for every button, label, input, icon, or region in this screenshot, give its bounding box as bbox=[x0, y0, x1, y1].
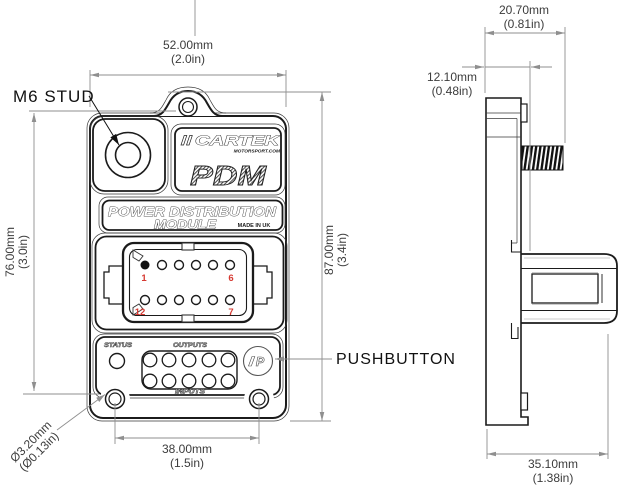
connector-pins bbox=[139, 259, 236, 306]
product-name-line2: MODULE bbox=[154, 220, 216, 232]
connector-hook-bottom bbox=[510, 323, 519, 340]
led-panel: STATUS OUTPUTS INPUTS P bbox=[92, 333, 284, 414]
pushbutton[interactable]: P bbox=[242, 345, 274, 377]
m6-stud-boss bbox=[89, 115, 169, 195]
dimension-total-depth: 35.10mm (1.38in) bbox=[486, 334, 609, 485]
pin-6 bbox=[224, 259, 236, 271]
svg-text:(3.4in): (3.4in) bbox=[335, 233, 349, 267]
svg-text:(0.81in): (0.81in) bbox=[504, 17, 545, 31]
model-name: PDM bbox=[190, 160, 267, 191]
svg-text:(1.5in): (1.5in) bbox=[170, 456, 204, 470]
connector-latch-right bbox=[253, 265, 273, 305]
brand-label-plate: CARTEK MOTORSPORT.COM PDM bbox=[170, 123, 286, 196]
svg-text:87.00mm: 87.00mm bbox=[322, 225, 336, 275]
svg-text:(0.48in): (0.48in) bbox=[432, 84, 473, 98]
pin-12 bbox=[139, 294, 151, 306]
brand-subtitle: MOTORSPORT.COM bbox=[234, 149, 281, 155]
pin-7 bbox=[224, 294, 236, 306]
svg-text:12.10mm: 12.10mm bbox=[427, 70, 477, 84]
side-channel bbox=[511, 118, 521, 253]
status-led bbox=[108, 352, 126, 370]
svg-text:M6 STUD: M6 STUD bbox=[13, 87, 95, 106]
svg-text:(3.0in): (3.0in) bbox=[16, 235, 30, 269]
origin-label: MADE IN UK bbox=[238, 223, 271, 229]
pin-number-6: 6 bbox=[228, 273, 233, 284]
dimension-stud-depth: 20.70mm (0.81in) bbox=[484, 3, 566, 143]
dimension-total-height: 87.00mm (3.4in) bbox=[168, 91, 349, 422]
callout-pushbutton: PUSHBUTTON bbox=[275, 351, 456, 368]
status-label: STATUS bbox=[104, 342, 133, 349]
connector-bottom-key bbox=[181, 314, 195, 323]
svg-text:20.70mm: 20.70mm bbox=[499, 3, 549, 17]
svg-text:35.10mm: 35.10mm bbox=[528, 457, 578, 471]
inputs-label: INPUTS bbox=[175, 389, 206, 396]
connector-latch-left bbox=[103, 265, 123, 305]
pushbutton-logo-bar bbox=[248, 356, 256, 367]
svg-text:76.00mm: 76.00mm bbox=[3, 227, 17, 277]
svg-text:PUSHBUTTON: PUSHBUTTON bbox=[336, 351, 456, 368]
enclosure-body bbox=[86, 86, 290, 422]
top-mount-hole bbox=[178, 97, 198, 117]
svg-text:52.00mm: 52.00mm bbox=[163, 38, 213, 52]
top-mount-tab bbox=[153, 90, 223, 117]
svg-text:(2.0in): (2.0in) bbox=[171, 52, 205, 66]
front-view: CARTEK MOTORSPORT.COM PDM POWER DISTRIBU… bbox=[86, 86, 290, 422]
outputs-label: OUTPUTS bbox=[173, 342, 208, 349]
connector-top-key bbox=[181, 242, 195, 251]
side-view bbox=[485, 97, 618, 426]
input-leds bbox=[142, 373, 236, 389]
output-leds bbox=[142, 352, 236, 368]
dimension-hole-spacing: 38.00mm (1.5in) bbox=[114, 403, 260, 470]
connector-side bbox=[510, 240, 618, 340]
m6-stud-side bbox=[521, 145, 564, 171]
dimension-body-depth: 12.10mm (0.48in) bbox=[427, 61, 552, 251]
pin-number-1: 1 bbox=[141, 273, 147, 284]
dimension-mount-height: 76.00mm (3.0in) bbox=[3, 110, 176, 395]
connector-corner-wedge bbox=[132, 249, 144, 262]
pin-number-12: 12 bbox=[135, 307, 146, 318]
side-plate-outline bbox=[485, 97, 529, 426]
brand-logo-mark bbox=[180, 135, 193, 146]
dtm-connector: 1 6 12 7 bbox=[103, 241, 273, 324]
pin-number-7: 7 bbox=[228, 307, 233, 318]
pushbutton-logo: P bbox=[256, 355, 265, 369]
callout-m6-stud: M6 STUD bbox=[13, 87, 120, 146]
connector-hook-top bbox=[510, 240, 521, 253]
connector-corner-wedge bbox=[132, 303, 144, 316]
brand-name: CARTEK bbox=[195, 133, 281, 148]
pin-1 bbox=[140, 260, 150, 270]
side-bottom-notch bbox=[520, 392, 529, 411]
svg-text:38.00mm: 38.00mm bbox=[162, 442, 212, 456]
dimension-width: 52.00mm (2.0in) bbox=[89, 0, 287, 107]
led-group-outline bbox=[141, 350, 238, 390]
svg-text:(1.38in): (1.38in) bbox=[533, 471, 574, 485]
connector-panel: 1 6 12 7 bbox=[91, 232, 288, 334]
product-name-line1: POWER DISTRIBUTION bbox=[108, 205, 277, 219]
side-top-tab bbox=[520, 103, 528, 123]
product-label-plate: POWER DISTRIBUTION MODULE MADE IN UK bbox=[98, 196, 286, 234]
